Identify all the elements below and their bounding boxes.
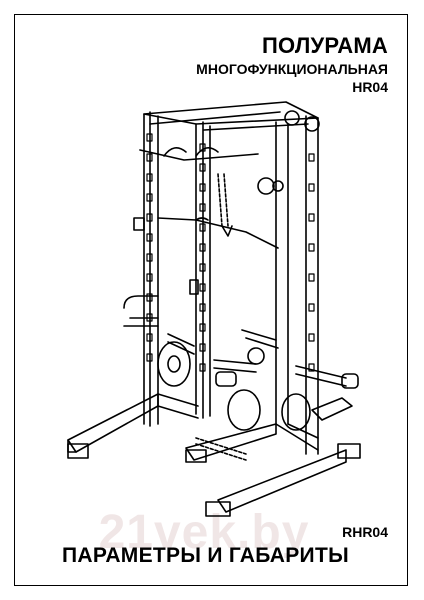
page-frame — [14, 14, 408, 586]
header: ПОЛУРАМА МНОГОФУНКЦИОНАЛЬНАЯ HR04 — [196, 34, 388, 96]
product-subtitle: МНОГОФУНКЦИОНАЛЬНАЯ — [196, 61, 388, 77]
product-title: ПОЛУРАМА — [262, 33, 388, 58]
section-title: ПАРАМЕТРЫ И ГАБАРИТЫ — [62, 544, 349, 567]
model-number: HR04 — [352, 79, 388, 95]
half-rack-drawing-icon — [67, 101, 361, 517]
watermark-text: 21vek.by — [98, 506, 310, 559]
product-code: RHR04 — [342, 524, 388, 540]
